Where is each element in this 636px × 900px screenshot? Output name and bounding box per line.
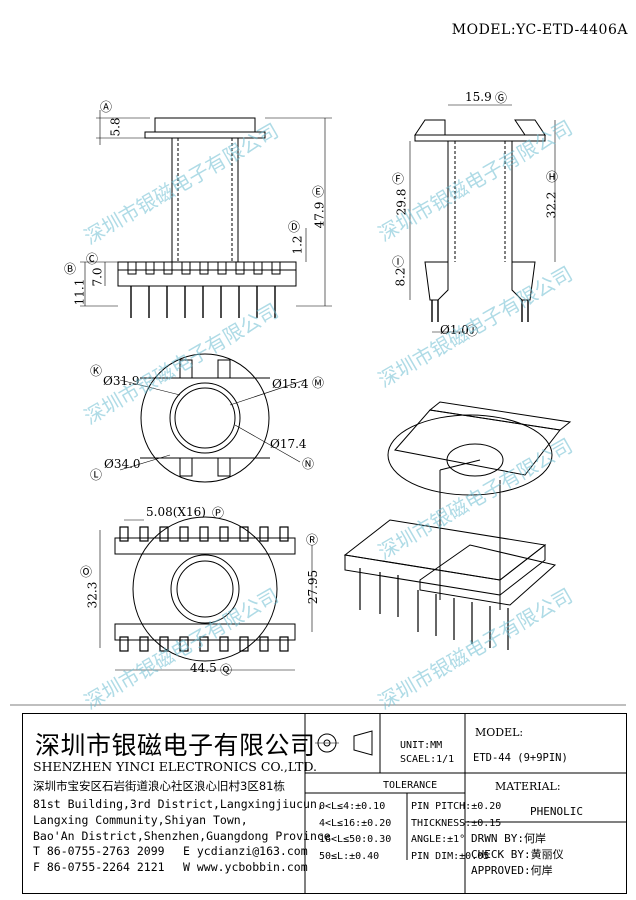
model-value: ETD-44 (9+9PIN) — [473, 752, 568, 764]
dim-f: 29.8 — [394, 188, 409, 216]
approved-by: APPROVED:何岸 — [471, 864, 553, 877]
dim-a: 5.8 — [108, 117, 123, 137]
circled-letter-p: Ⓟ — [212, 506, 225, 520]
circled-letter-g: Ⓖ — [495, 91, 508, 105]
circled-letter-k: Ⓚ — [90, 364, 103, 378]
company-name-en: SHENZHEN YINCI ELECTRONICS CO.,LTD. — [33, 759, 318, 774]
tolerance-row: PIN PITCH:±0.20 — [411, 801, 502, 812]
circled-letter-l: Ⓛ — [90, 468, 103, 482]
front-view — [80, 110, 332, 318]
tolerance-title: TOLERANCE — [383, 780, 438, 791]
dim-p: 5.08(X16) — [146, 505, 206, 519]
material-value: PHENOLIC — [530, 805, 583, 818]
tolerance-left-column: 0<L≤4:±0.10 4<L≤16:±0.20 16<L≤50:0.30 50… — [319, 799, 391, 865]
circled-letter-h: Ⓗ — [546, 170, 559, 184]
title-block: 深圳市银磁电子有限公司 SHENZHEN YINCI ELECTRONICS C… — [22, 713, 627, 894]
dim-m: Ø15.4 — [272, 377, 309, 391]
tolerance-row: 50≤L:±0.40 — [319, 850, 380, 862]
bottom-view — [99, 516, 313, 671]
dim-h: 32.2 — [544, 191, 559, 219]
fax: F 86-0755-2264 2121 — [33, 860, 165, 874]
circled-letter-b: Ⓑ — [64, 262, 77, 276]
tolerance-row: ANGLE:±1° — [411, 834, 466, 845]
circled-letter-e: Ⓔ — [312, 185, 325, 199]
tolerance-row: THICKNESS:±0.15 — [411, 817, 502, 829]
circled-letter-j: Ⓙ — [466, 324, 479, 338]
projection-symbol — [315, 730, 373, 756]
tolerance-row: PIN DIM:±0.05 — [411, 850, 490, 862]
dim-n: Ø17.4 — [270, 437, 307, 451]
circled-letter-f: Ⓕ — [392, 172, 405, 186]
side-view — [409, 104, 556, 333]
address-en-1: 81st Building,3rd District,Langxingjiucu… — [33, 797, 324, 811]
dim-q: 44.5 — [190, 661, 217, 675]
dim-b: 11.1 — [72, 278, 87, 306]
address-en-3: Bao'An District,Shenzhen,Guangdong Provi… — [33, 829, 331, 843]
dim-r: 27.95 — [306, 569, 321, 605]
circled-letter-m: Ⓜ — [312, 376, 325, 390]
dim-e: 47.9 — [312, 201, 327, 229]
circled-letter-q: Ⓠ — [220, 663, 233, 677]
dim-g: 15.9 — [465, 90, 492, 104]
title-block-grid — [304, 713, 627, 894]
isometric-view — [343, 401, 572, 650]
address-en-2: Langxing Community,Shiyan Town, — [33, 813, 248, 827]
company-name-cn: 深圳市银磁电子有限公司 — [35, 731, 316, 760]
circled-letter-o: Ⓞ — [80, 565, 93, 579]
circled-letter-d: Ⓓ — [288, 220, 301, 234]
circled-letter-n: Ⓝ — [302, 457, 315, 471]
circled-letter-r: Ⓡ — [306, 533, 319, 547]
dim-j: Ø1.0 — [440, 323, 469, 337]
telephone: T 86-0755-2763 2099 — [33, 844, 165, 858]
address-cn: 深圳市宝安区石岩街道浪心社区浪心旧村3区81栋 — [33, 779, 285, 793]
model-title: MODEL:YC-ETD-4406A — [451, 22, 628, 38]
model-label: MODEL: — [475, 726, 524, 739]
dim-o: 32.3 — [85, 581, 100, 609]
dim-i: 8.2 — [393, 267, 408, 287]
dim-k: Ø31.9 — [103, 374, 140, 388]
checked-by: CHECK BY:黄丽仪 — [471, 848, 564, 861]
circled-letter-c: Ⓒ — [86, 252, 99, 266]
website: W www.ycbobbin.com — [183, 860, 308, 874]
circled-letter-a: Ⓐ — [100, 100, 113, 114]
tolerance-row: 4<L≤16:±0.20 — [319, 817, 392, 829]
dim-l: Ø34.0 — [104, 457, 141, 471]
drawn-by: DRWN BY:何岸 — [471, 832, 546, 845]
unit-label: UNIT:MM — [400, 740, 443, 751]
material-label: MATERIAL: — [495, 780, 561, 793]
tolerance-row: 0<L≤4:±0.10 — [319, 801, 386, 812]
email: E ycdianzi@163.com — [183, 844, 308, 858]
tolerance-right-column: PIN PITCH:±0.20 THICKNESS:±0.15 ANGLE:±1… — [411, 799, 501, 865]
dim-d: 1.2 — [290, 235, 305, 255]
tolerance-row: 16<L≤50:0.30 — [319, 834, 392, 845]
circled-letter-i: Ⓘ — [392, 255, 405, 269]
top-view — [119, 353, 306, 483]
dim-c: 7.0 — [90, 267, 105, 287]
scale-label: SCAEL:1/1 — [400, 754, 455, 765]
